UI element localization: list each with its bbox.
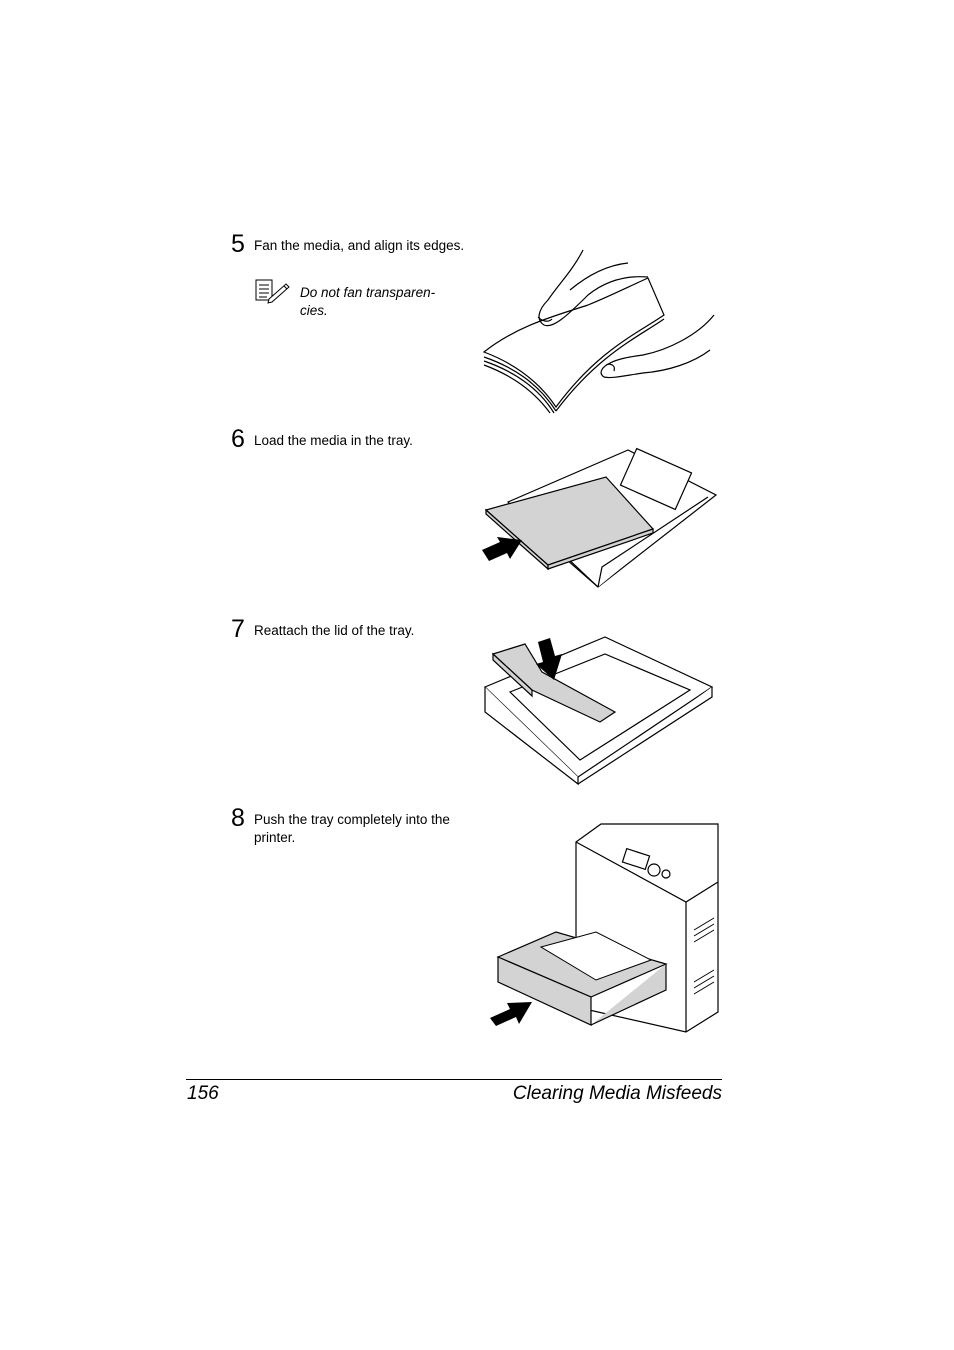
load-media-illustration: [482, 447, 718, 588]
page-number: 156: [187, 1083, 219, 1104]
note-text: Do not fan transparen-cies.: [300, 285, 436, 318]
fan-media-illustration: [482, 249, 715, 414]
push-arrow-icon: [490, 1002, 532, 1026]
step-number: 6: [231, 425, 245, 453]
step-number: 8: [231, 804, 245, 832]
step-number: 5: [231, 230, 245, 258]
section-title: Clearing Media Misfeeds: [512, 1083, 722, 1104]
step-number: 7: [231, 615, 245, 643]
note-pencil-icon: [255, 278, 291, 304]
footer-rule: [186, 1079, 722, 1080]
step-instruction: Fan the media, and align its edges.: [254, 238, 465, 253]
step-instruction: Reattach the lid of the tray.: [254, 623, 415, 638]
step-instruction: Push the tray completely into the printe…: [254, 812, 450, 845]
step-instruction: Load the media in the tray.: [254, 433, 413, 448]
reattach-lid-illustration: [483, 636, 714, 786]
push-tray-illustration: [490, 823, 719, 1033]
push-arrow-icon: [536, 638, 562, 680]
push-arrow-icon: [482, 537, 522, 561]
